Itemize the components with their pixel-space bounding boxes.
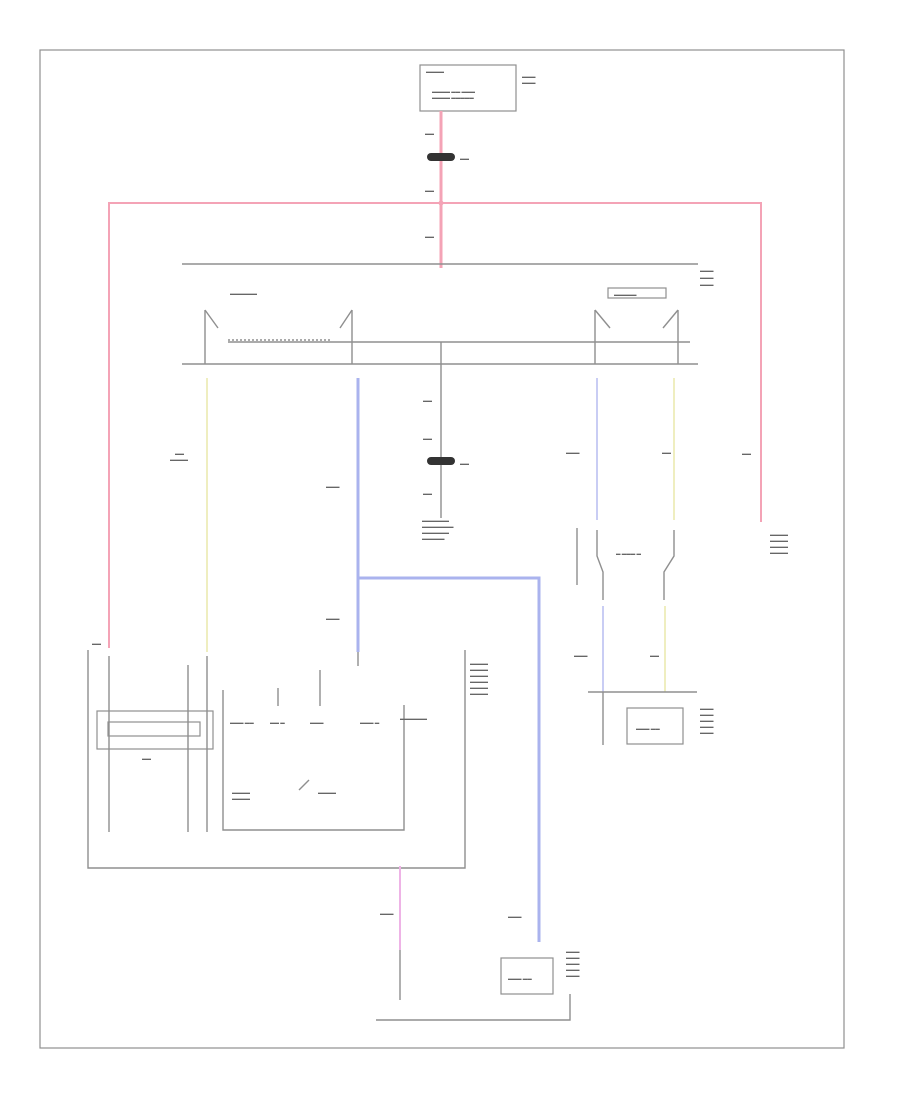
module-switch-arm bbox=[298, 779, 310, 791]
switch-right-arm-2 bbox=[662, 309, 679, 329]
module-label-1: ▬▬▬ ▬▬ bbox=[230, 720, 254, 725]
right-lower-switch-label: ▬ ▬▬▬ ▬ bbox=[616, 551, 642, 556]
switch-left-arm-1 bbox=[204, 309, 219, 329]
switch-left-arm-2 bbox=[339, 309, 353, 329]
wire-light-blue-lower-label: ▬▬▬ bbox=[574, 653, 588, 658]
module-note-2: ▬▬▬▬ bbox=[232, 796, 251, 801]
wire-yellow-left-label: ▬▬ bbox=[175, 451, 185, 456]
switch-right-arm-1 bbox=[594, 309, 611, 329]
module-label-3: ▬▬▬ bbox=[310, 720, 324, 725]
wire-blue-branch bbox=[358, 576, 541, 942]
wire-blue-label-2: ▬▬▬ bbox=[326, 616, 340, 621]
wire-pink-right-label: ▬▬ bbox=[742, 451, 752, 456]
power-source-box bbox=[419, 64, 517, 112]
wire-yellow-right-label: ▬▬ bbox=[662, 450, 672, 455]
wire-label-top-3: ▬▬ bbox=[425, 234, 435, 239]
left-branch-label: ▬▬ bbox=[92, 641, 102, 646]
top-bus-label-2: ▬▬▬ bbox=[700, 275, 714, 280]
motor-right-text: ▬▬▬ ▬▬ bbox=[636, 726, 660, 731]
wire-yellow-left-label-2: ▬▬▬▬ bbox=[170, 457, 189, 462]
module-note-1: ▬▬▬▬ bbox=[232, 790, 251, 795]
control-module-note-1: ▬▬▬▬ bbox=[470, 661, 489, 666]
control-module-outer bbox=[87, 650, 466, 869]
control-module-note-5: ▬▬▬▬ bbox=[470, 685, 489, 690]
power-junction bbox=[438, 200, 444, 206]
module-note-3: ▬▬▬▬ bbox=[318, 790, 337, 795]
switch-right-label-box bbox=[607, 287, 667, 299]
wire-pink-bottom-label: ▬▬▬ bbox=[380, 911, 394, 916]
relay-left-inner bbox=[107, 721, 201, 737]
motor-bottom-box bbox=[500, 957, 554, 995]
control-module-note-2: ▬▬▬▬ bbox=[470, 667, 489, 672]
motor-right-note-2: ▬▬▬ bbox=[700, 712, 714, 717]
motor-right-note-3: ▬▬▬ bbox=[700, 718, 714, 723]
motor-bottom-note-5: ▬▬▬ bbox=[566, 973, 580, 978]
module-label-2: ▬▬ ▬ bbox=[270, 720, 285, 725]
center-wire-label-2: ▬▬ bbox=[423, 436, 433, 441]
wire-light-blue-label: ▬▬▬ bbox=[566, 450, 580, 455]
motor-bottom-note-3: ▬▬▬ bbox=[566, 961, 580, 966]
right-pink-note-3: ▬▬▬▬ bbox=[770, 544, 789, 549]
wire-blue-label-1: ▬▬▬ bbox=[326, 484, 340, 489]
motor-bottom-note-4: ▬▬▬ bbox=[566, 967, 580, 972]
center-note-4: ▬▬▬▬▬ bbox=[422, 536, 445, 541]
module-label-4: ▬▬▬ ▬ bbox=[360, 720, 380, 725]
power-source-label-1: ▬▬▬▬ bbox=[426, 69, 445, 74]
center-wire-label-3: ▬▬ bbox=[423, 491, 433, 496]
motor-right-note-1: ▬▬▬ bbox=[700, 706, 714, 711]
fuse-mid bbox=[427, 457, 455, 465]
control-module-note-3: ▬▬▬▬ bbox=[470, 673, 489, 678]
relay-left-box bbox=[96, 710, 214, 750]
switch-right-label: ▬▬▬▬▬ bbox=[614, 292, 637, 297]
right-pink-note-1: ▬▬▬▬ bbox=[770, 532, 789, 537]
control-module-note-4: ▬▬▬▬ bbox=[470, 679, 489, 684]
motor-bottom-note-2: ▬▬▬ bbox=[566, 955, 580, 960]
wire-blue-label-3: ▬▬▬ bbox=[508, 914, 522, 919]
center-note-3: ▬▬▬▬▬▬ bbox=[422, 530, 450, 535]
right-lower-switch-arm-1 bbox=[596, 530, 604, 600]
fuse-top-label: ▬▬ bbox=[460, 156, 470, 161]
wire-label-top-2: ▬▬ bbox=[425, 188, 435, 193]
motor-right-box bbox=[626, 707, 684, 745]
diagram-frame bbox=[39, 49, 845, 1049]
motor-bottom-text: ▬▬▬ ▬▬ bbox=[508, 976, 532, 981]
power-source-side-label-2: ▬▬▬ bbox=[522, 80, 536, 85]
power-branch bbox=[108, 202, 762, 648]
bottom-ground-bus bbox=[376, 994, 571, 1021]
motor-bottom-note-1: ▬▬▬ bbox=[566, 949, 580, 954]
wire-yellow-lower-label: ▬▬ bbox=[650, 653, 660, 658]
right-lower-switch-arm-2 bbox=[663, 530, 675, 600]
power-source-side-label: ▬▬▬ bbox=[522, 74, 536, 79]
switch-left-label: ▬▬▬▬▬▬ bbox=[230, 291, 258, 296]
control-module-inner bbox=[222, 690, 405, 831]
fuse-mid-label: ▬▬ bbox=[460, 461, 470, 466]
center-note-2: ▬▬▬▬▬▬▬ bbox=[422, 524, 454, 529]
motor-right-note-5: ▬▬▬ bbox=[700, 730, 714, 735]
center-wire-label-1: ▬▬ bbox=[423, 398, 433, 403]
relay-left-label: ▬▬ bbox=[142, 756, 152, 761]
motor-right-note-4: ▬▬▬ bbox=[700, 724, 714, 729]
top-bus-label-3: ▬▬▬ bbox=[700, 282, 714, 287]
top-bus-label: ▬▬▬ bbox=[700, 268, 714, 273]
right-pink-note-2: ▬▬▬▬ bbox=[770, 538, 789, 543]
fuse-top bbox=[427, 153, 455, 161]
right-pink-note-4: ▬▬▬▬ bbox=[770, 550, 789, 555]
control-module-note-6: ▬▬▬▬ bbox=[470, 691, 489, 696]
power-source-label-2: ▬▬▬▬ ▬▬ ▬▬▬ bbox=[432, 89, 476, 94]
center-note-1: ▬▬▬▬▬▬ bbox=[422, 518, 450, 523]
module-label-5: ▬▬▬▬▬▬ bbox=[400, 716, 428, 721]
wire-label-top-1: ▬▬ bbox=[425, 131, 435, 136]
power-source-label-3: ▬▬▬▬ ▬▬▬▬▬ bbox=[432, 95, 474, 100]
